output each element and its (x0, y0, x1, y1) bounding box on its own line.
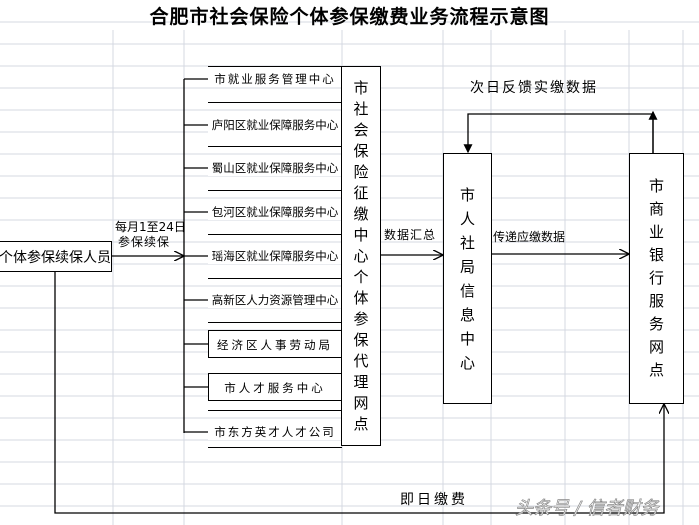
organization-item: 高新区人力资源管理中心 (208, 292, 342, 308)
payment-label: 即日缴费 (400, 492, 468, 508)
vertical-char: 网 (353, 393, 369, 412)
vertical-char: 市 (353, 78, 369, 97)
organization-item: 蜀山区就业保障服务中心 (208, 160, 342, 176)
vertical-char: 参 (353, 309, 369, 328)
summary-label: 数据汇总 (384, 228, 437, 242)
collection-center-box: 市社会保险征缴中心个体参保代理网点 (341, 66, 381, 446)
vertical-char: 局 (459, 257, 475, 276)
vertical-char: 息 (459, 305, 475, 324)
vertical-char: 征 (353, 183, 369, 202)
vertical-char: 市 (459, 185, 475, 204)
vertical-char: 银 (648, 246, 664, 264)
vertical-char: 务 (648, 315, 664, 333)
feedback-label: 次日反馈实缴数据 (470, 80, 598, 96)
diagram-title: 合肥市社会保险个体参保缴费业务流程示意图 (149, 6, 550, 28)
vertical-char: 市 (648, 177, 664, 195)
vertical-char: 缴 (353, 204, 369, 223)
applicant-arrow-label-2: 参保续保 (118, 235, 171, 249)
vertical-char: 险 (353, 162, 369, 181)
transfer-label: 传递应缴数据 (493, 230, 566, 244)
applicant-arrow-label-1: 每月1至24日 (115, 220, 186, 234)
vertical-char: 社 (353, 99, 369, 118)
vertical-char: 行 (648, 269, 664, 287)
vertical-char: 网 (648, 338, 664, 356)
bank-box: 市商业银行服务网点 (629, 153, 684, 404)
watermark: 头条号 / 信者财务 (515, 498, 659, 520)
vertical-char: 心 (459, 353, 475, 372)
payment-arrow (54, 272, 664, 514)
organization-item: 市就业服务管理中心 (208, 71, 342, 87)
vertical-char: 心 (353, 246, 369, 265)
vertical-char: 保 (353, 141, 369, 160)
feedback-arrow (463, 113, 654, 154)
vertical-char: 人 (459, 209, 475, 228)
vertical-char: 中 (353, 225, 369, 244)
organization-item: 庐阳区就业保障服务中心 (208, 117, 342, 133)
organization-item: 瑶海区就业保障服务中心 (208, 248, 342, 264)
vertical-char: 中 (459, 329, 475, 348)
vertical-char: 点 (648, 361, 664, 379)
info-center-box: 市人社局信息中心 (443, 153, 492, 404)
organization-item: 经济区人事劳动局 (208, 330, 342, 358)
vertical-char: 社 (459, 233, 475, 252)
vertical-char: 点 (353, 414, 369, 433)
applicant-box: 个体参保续保人员 (0, 241, 112, 272)
vertical-char: 理 (353, 372, 369, 391)
vertical-char: 保 (353, 330, 369, 349)
applicant-label: 个体参保续保人员 (0, 249, 111, 266)
vertical-char: 个 (353, 267, 369, 286)
vertical-char: 信 (459, 281, 475, 300)
vertical-char: 商 (648, 200, 664, 218)
vertical-char: 体 (353, 288, 369, 307)
vertical-char: 业 (648, 223, 664, 241)
vertical-char: 会 (353, 120, 369, 139)
organization-item: 市东方英才人才公司 (208, 424, 342, 440)
vertical-char: 服 (648, 292, 664, 310)
organization-item: 包河区就业保障服务中心 (208, 204, 342, 220)
vertical-char: 代 (353, 351, 369, 370)
organization-item: 市人才服务中心 (208, 373, 342, 401)
